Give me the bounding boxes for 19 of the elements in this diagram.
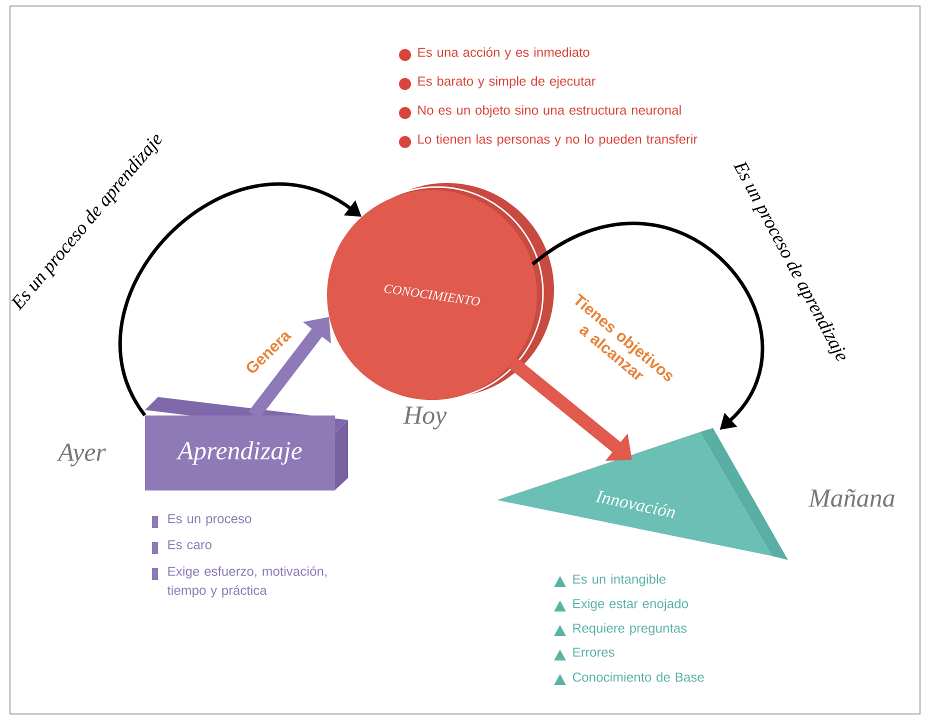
list-item: Es barato y simple de ejecutar	[418, 76, 596, 88]
list-item: Requiere preguntas	[573, 623, 687, 636]
list-item: Es caro	[168, 540, 212, 550]
triangle-block: Innovación	[497, 428, 788, 560]
block-box: Aprendizaje	[145, 397, 348, 490]
time-label: Ayer	[56, 444, 106, 466]
circle-node: CONOCIMIENTO	[327, 183, 554, 400]
list-item: Exige esfuerzo, motivación, tiempo y práctica	[167, 566, 326, 598]
block-arrow	[508, 358, 632, 461]
list-item: No es un objeto sino una estructura neuronal	[418, 105, 681, 118]
list-item: Exige estar enojado	[573, 598, 688, 611]
list-item: Errores	[573, 648, 614, 657]
time-label: Mañana	[808, 489, 894, 507]
time-label: Hoy	[403, 406, 447, 430]
list-item: Es un proceso	[168, 514, 252, 526]
list-item: Es un intangible	[573, 574, 666, 586]
list-item: Es una acción y es inmediato	[418, 47, 590, 60]
list-item: Lo tienen las personas y no lo pueden transferir	[418, 134, 698, 146]
list-item: Conocimiento de Base	[572, 672, 704, 682]
